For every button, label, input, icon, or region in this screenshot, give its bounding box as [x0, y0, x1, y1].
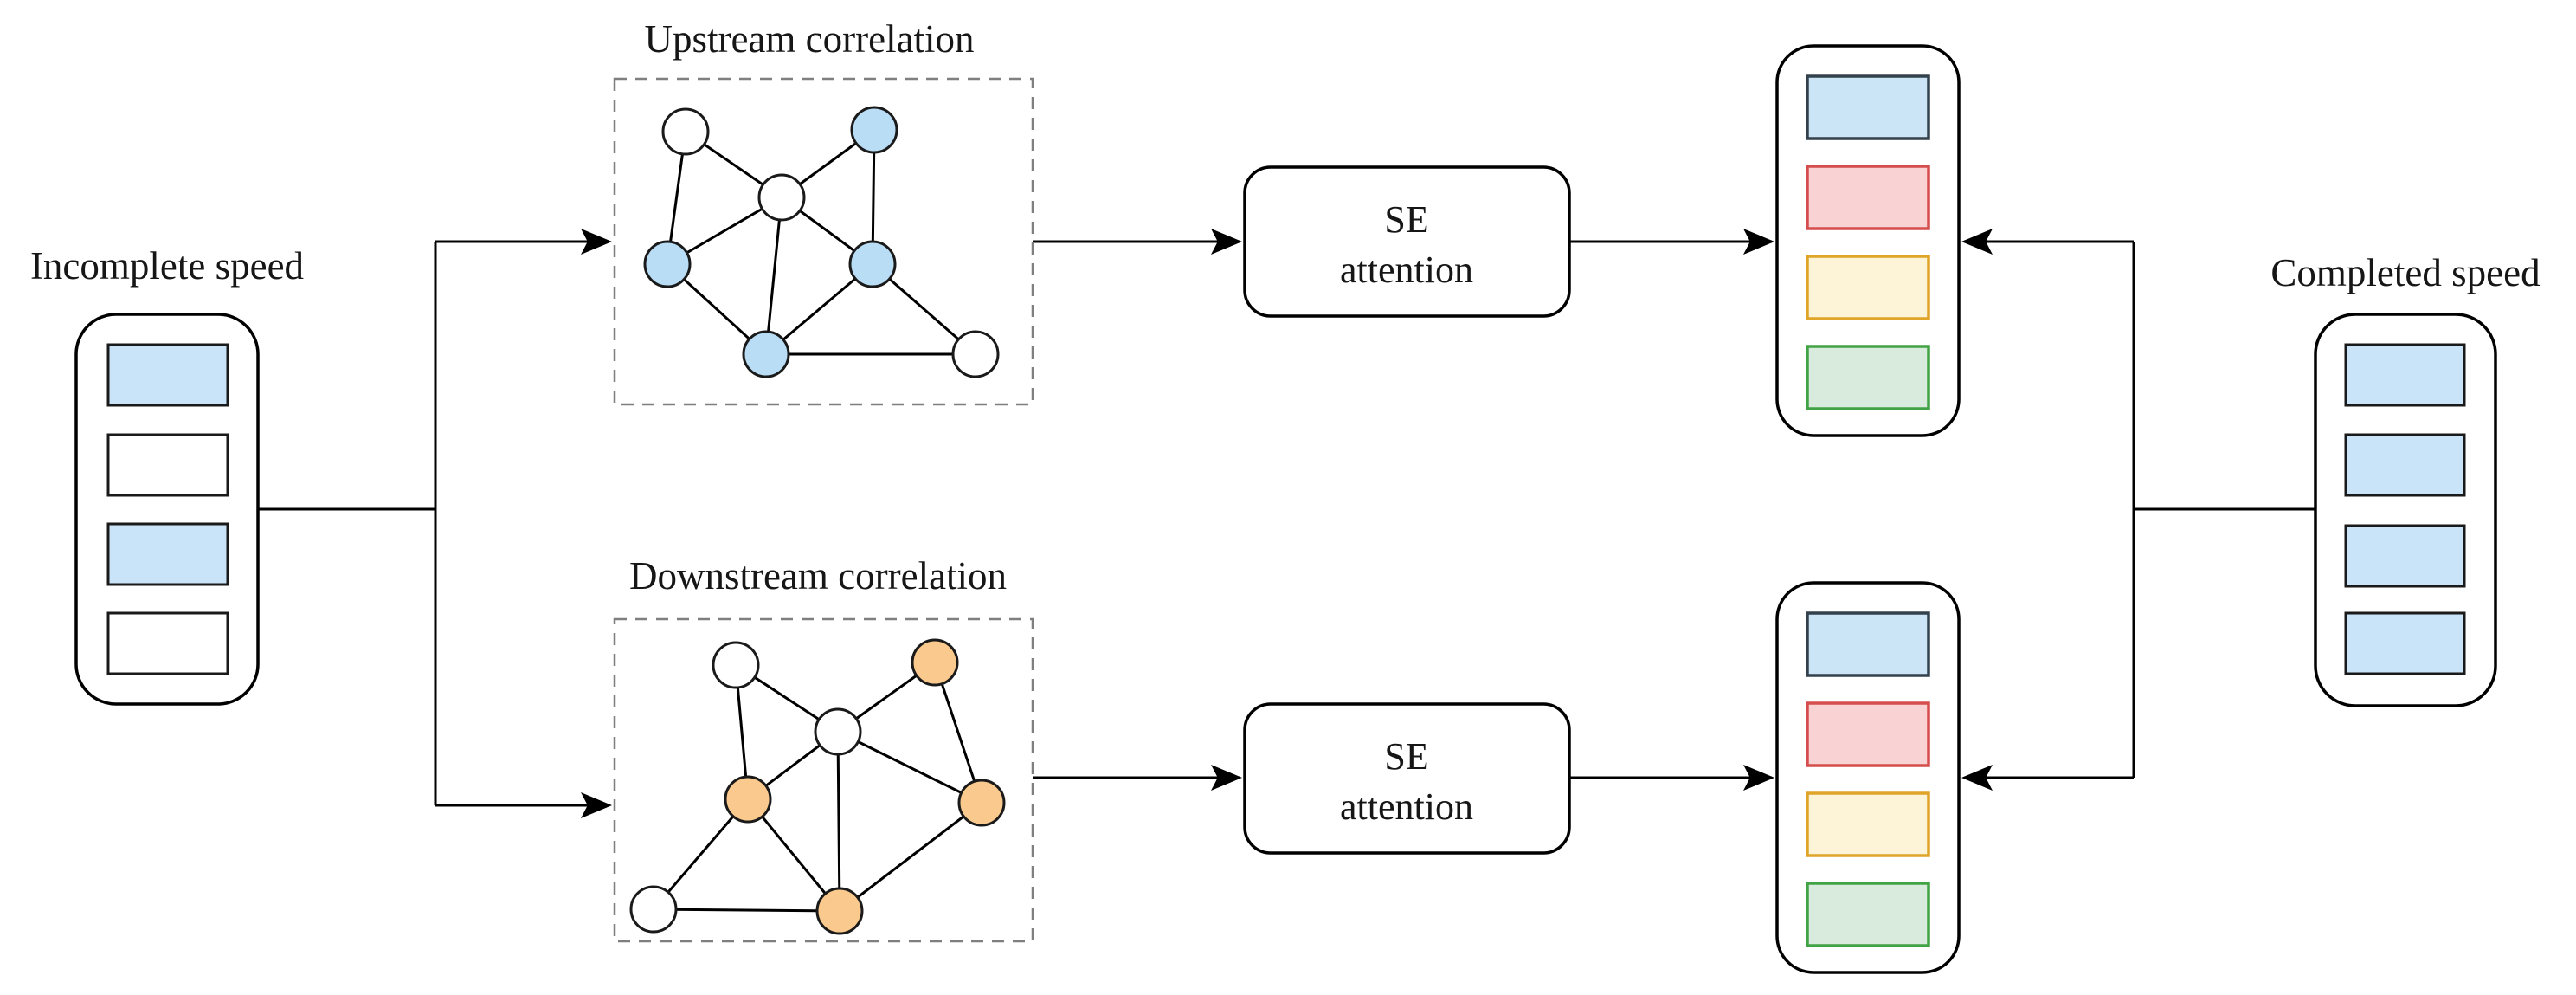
downstream-graph-node-orange: [815, 887, 864, 935]
completed-speed-box: [2314, 313, 2497, 707]
upstream-graph-node-blue: [848, 240, 897, 288]
boxes-and-stacks: [74, 44, 2497, 974]
downstream-feature-stack-cell-blue: [1806, 611, 1930, 677]
se-attention-bottom-label-line1: SE: [1384, 735, 1428, 778]
se-attention-bottom-box: [1243, 702, 1571, 855]
incomplete-speed-box: [74, 313, 260, 706]
upstream-feature-stack-cell-red: [1806, 165, 1930, 230]
completed-speed-label: Completed speed: [2270, 251, 2540, 294]
upstream-graph-node-white: [951, 330, 1000, 378]
upstream-graph-dashed-box: [613, 77, 1034, 406]
completed-speed-box-cell-blue: [2344, 611, 2466, 675]
completed-speed-box-cell-blue: [2344, 524, 2466, 588]
incomplete-speed-label: Incomplete speed: [30, 244, 304, 288]
downstream-feature-stack-cell-yellow: [1806, 791, 1930, 857]
upstream-correlation-label: Upstream correlation: [644, 17, 974, 61]
upstream-graph-node-blue: [643, 240, 692, 288]
upstream-graph-node-blue: [850, 106, 898, 154]
incomplete-speed-box-cell-white: [106, 433, 229, 497]
upstream-feature-stack-cell-blue: [1806, 74, 1930, 140]
downstream-graph-edge-f-g: [653, 908, 840, 913]
downstream-graph-node-white: [629, 885, 678, 934]
downstream-graph-node-white: [814, 707, 862, 756]
downstream-graph-node-white: [712, 641, 760, 689]
downstream-graph-edge-d-f: [746, 798, 841, 912]
upstream-graph-edge-c-f: [764, 197, 783, 355]
upstream-graph-node-white: [661, 107, 710, 156]
se-attention-top-label-line2: attention: [1340, 249, 1473, 291]
downstream-graph-edge-d-g: [652, 798, 750, 910]
downstream-graph-dashed-box: [613, 617, 1034, 943]
downstream-feature-stack-cell-green: [1806, 882, 1930, 947]
completed-speed-box-cell-blue: [2344, 433, 2466, 497]
downstream-graph-edge-c-f: [836, 731, 841, 912]
se-attention-bottom-label-line2: attention: [1340, 785, 1473, 828]
downstream-graph-node-orange: [911, 638, 959, 687]
downstream-graph-node-orange: [957, 779, 1006, 827]
correlation-graphs: [613, 77, 1034, 943]
completed-speed-box-cell-blue: [2344, 343, 2466, 407]
se-attention-top-label-line1: SE: [1384, 198, 1428, 241]
upstream-graph-node-white: [757, 173, 806, 222]
downstream-graph-edge-e-f: [839, 801, 982, 913]
se-attention-top-box: [1243, 165, 1571, 318]
downstream-graph-node-orange: [724, 775, 772, 824]
downstream-correlation-label: Downstream correlation: [629, 554, 1007, 598]
upstream-feature-stack: [1775, 44, 1961, 437]
downstream-feature-stack-cell-red: [1806, 701, 1930, 767]
upstream-feature-stack-cell-green: [1806, 345, 1930, 410]
downstream-graph-edge-c-e: [837, 730, 982, 804]
connector-lines: [258, 229, 2315, 818]
incomplete-speed-box-cell-blue: [106, 522, 229, 586]
upstream-feature-stack-cell-yellow: [1806, 255, 1930, 320]
upstream-graph-node-blue: [742, 330, 790, 378]
incomplete-speed-box-cell-white: [106, 611, 229, 675]
incomplete-speed-box-cell-blue: [106, 343, 229, 407]
downstream-feature-stack: [1775, 581, 1961, 974]
downstream-graph-edge-b-e: [933, 662, 983, 804]
